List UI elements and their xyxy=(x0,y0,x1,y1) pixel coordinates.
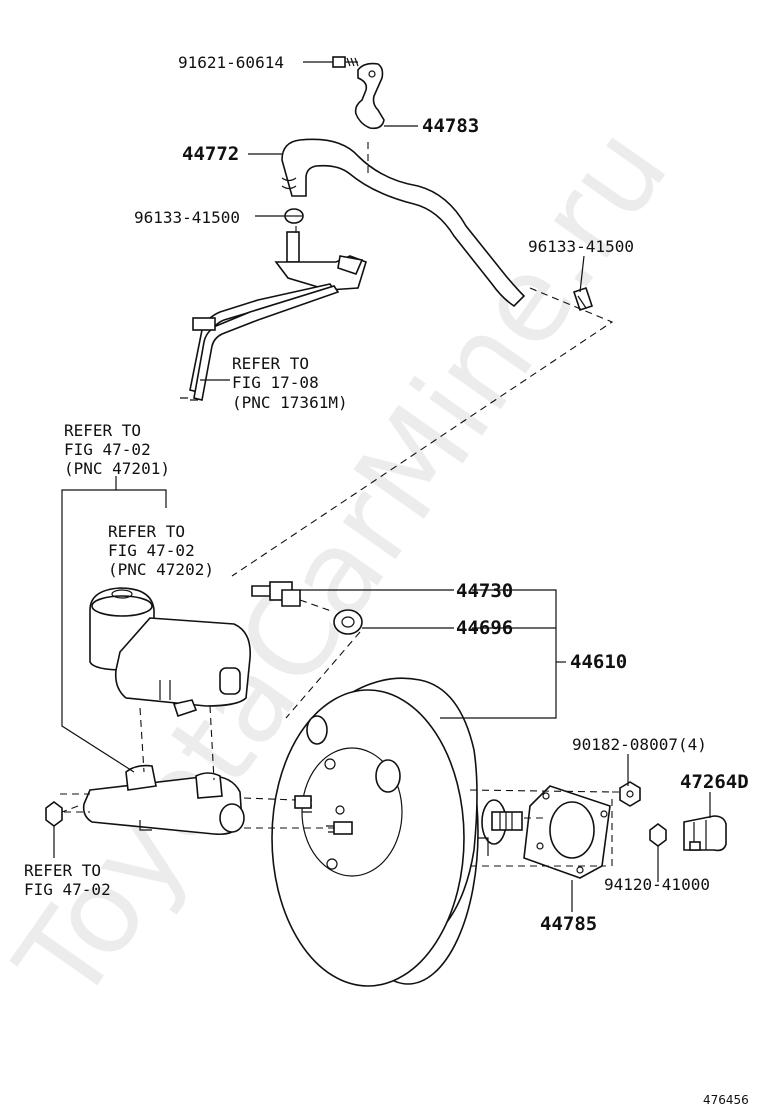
label-hose: 44772 xyxy=(182,143,239,165)
nut-left-drawing xyxy=(45,801,63,827)
label-gasket: 44785 xyxy=(540,913,597,935)
diagram-id: 476456 xyxy=(703,1093,749,1107)
master-cylinder-drawing xyxy=(82,699,245,836)
vacuum-tube-assembly-drawing xyxy=(180,231,367,401)
label-clip-upper: 96133-41500 xyxy=(134,208,240,227)
bracket-switch-drawing xyxy=(683,815,727,852)
grommet-drawing xyxy=(333,609,363,635)
booster-pushrod-drawing xyxy=(478,799,523,856)
bolt-top-drawing xyxy=(332,56,359,68)
ref-fuel-line-1: REFER TO xyxy=(232,354,309,373)
ref-master-cyl-2: FIG 47-02 xyxy=(64,440,151,459)
ref-reservoir-2: FIG 47-02 xyxy=(108,541,195,560)
label-booster-assy: 44610 xyxy=(570,651,627,673)
label-clip-right: 96133-41500 xyxy=(528,237,634,256)
vacuum-hose-drawing xyxy=(281,138,526,308)
brake-booster-drawing xyxy=(271,677,479,987)
ref-fuel-line-3: (PNC 17361M) xyxy=(232,393,348,412)
clamp-drawing xyxy=(354,62,385,130)
label-check-valve: 44730 xyxy=(456,580,513,602)
gasket-drawing xyxy=(523,785,611,879)
ref-nut-left-1: REFER TO xyxy=(24,861,101,880)
label-grommet: 44696 xyxy=(456,617,513,639)
label-bolt-top: 91621-60614 xyxy=(178,53,284,72)
nut-booster-drawing xyxy=(619,781,641,807)
ref-nut-left-2: FIG 47-02 xyxy=(24,880,111,899)
label-bracket-switch: 47264D xyxy=(680,771,749,793)
dashed-connectors xyxy=(60,142,620,867)
ref-reservoir-3: (PNC 47202) xyxy=(108,560,214,579)
ref-reservoir-1: REFER TO xyxy=(108,522,185,541)
label-nut-small: 94120-41000 xyxy=(604,875,710,894)
label-clamp: 44783 xyxy=(422,115,479,137)
ref-master-cyl-3: (PNC 47201) xyxy=(64,459,170,478)
leader-lines xyxy=(53,61,711,912)
clip-right-drawing xyxy=(572,286,594,312)
ref-fuel-line-2: FIG 17-08 xyxy=(232,373,319,392)
reservoir-drawing xyxy=(89,587,251,707)
check-valve-drawing xyxy=(251,581,301,607)
label-nut-booster: 90182-08007(4) xyxy=(572,735,707,754)
nut-small-drawing xyxy=(649,823,667,847)
clip-upper-drawing xyxy=(284,208,304,224)
ref-master-cyl-1: REFER TO xyxy=(64,421,141,440)
